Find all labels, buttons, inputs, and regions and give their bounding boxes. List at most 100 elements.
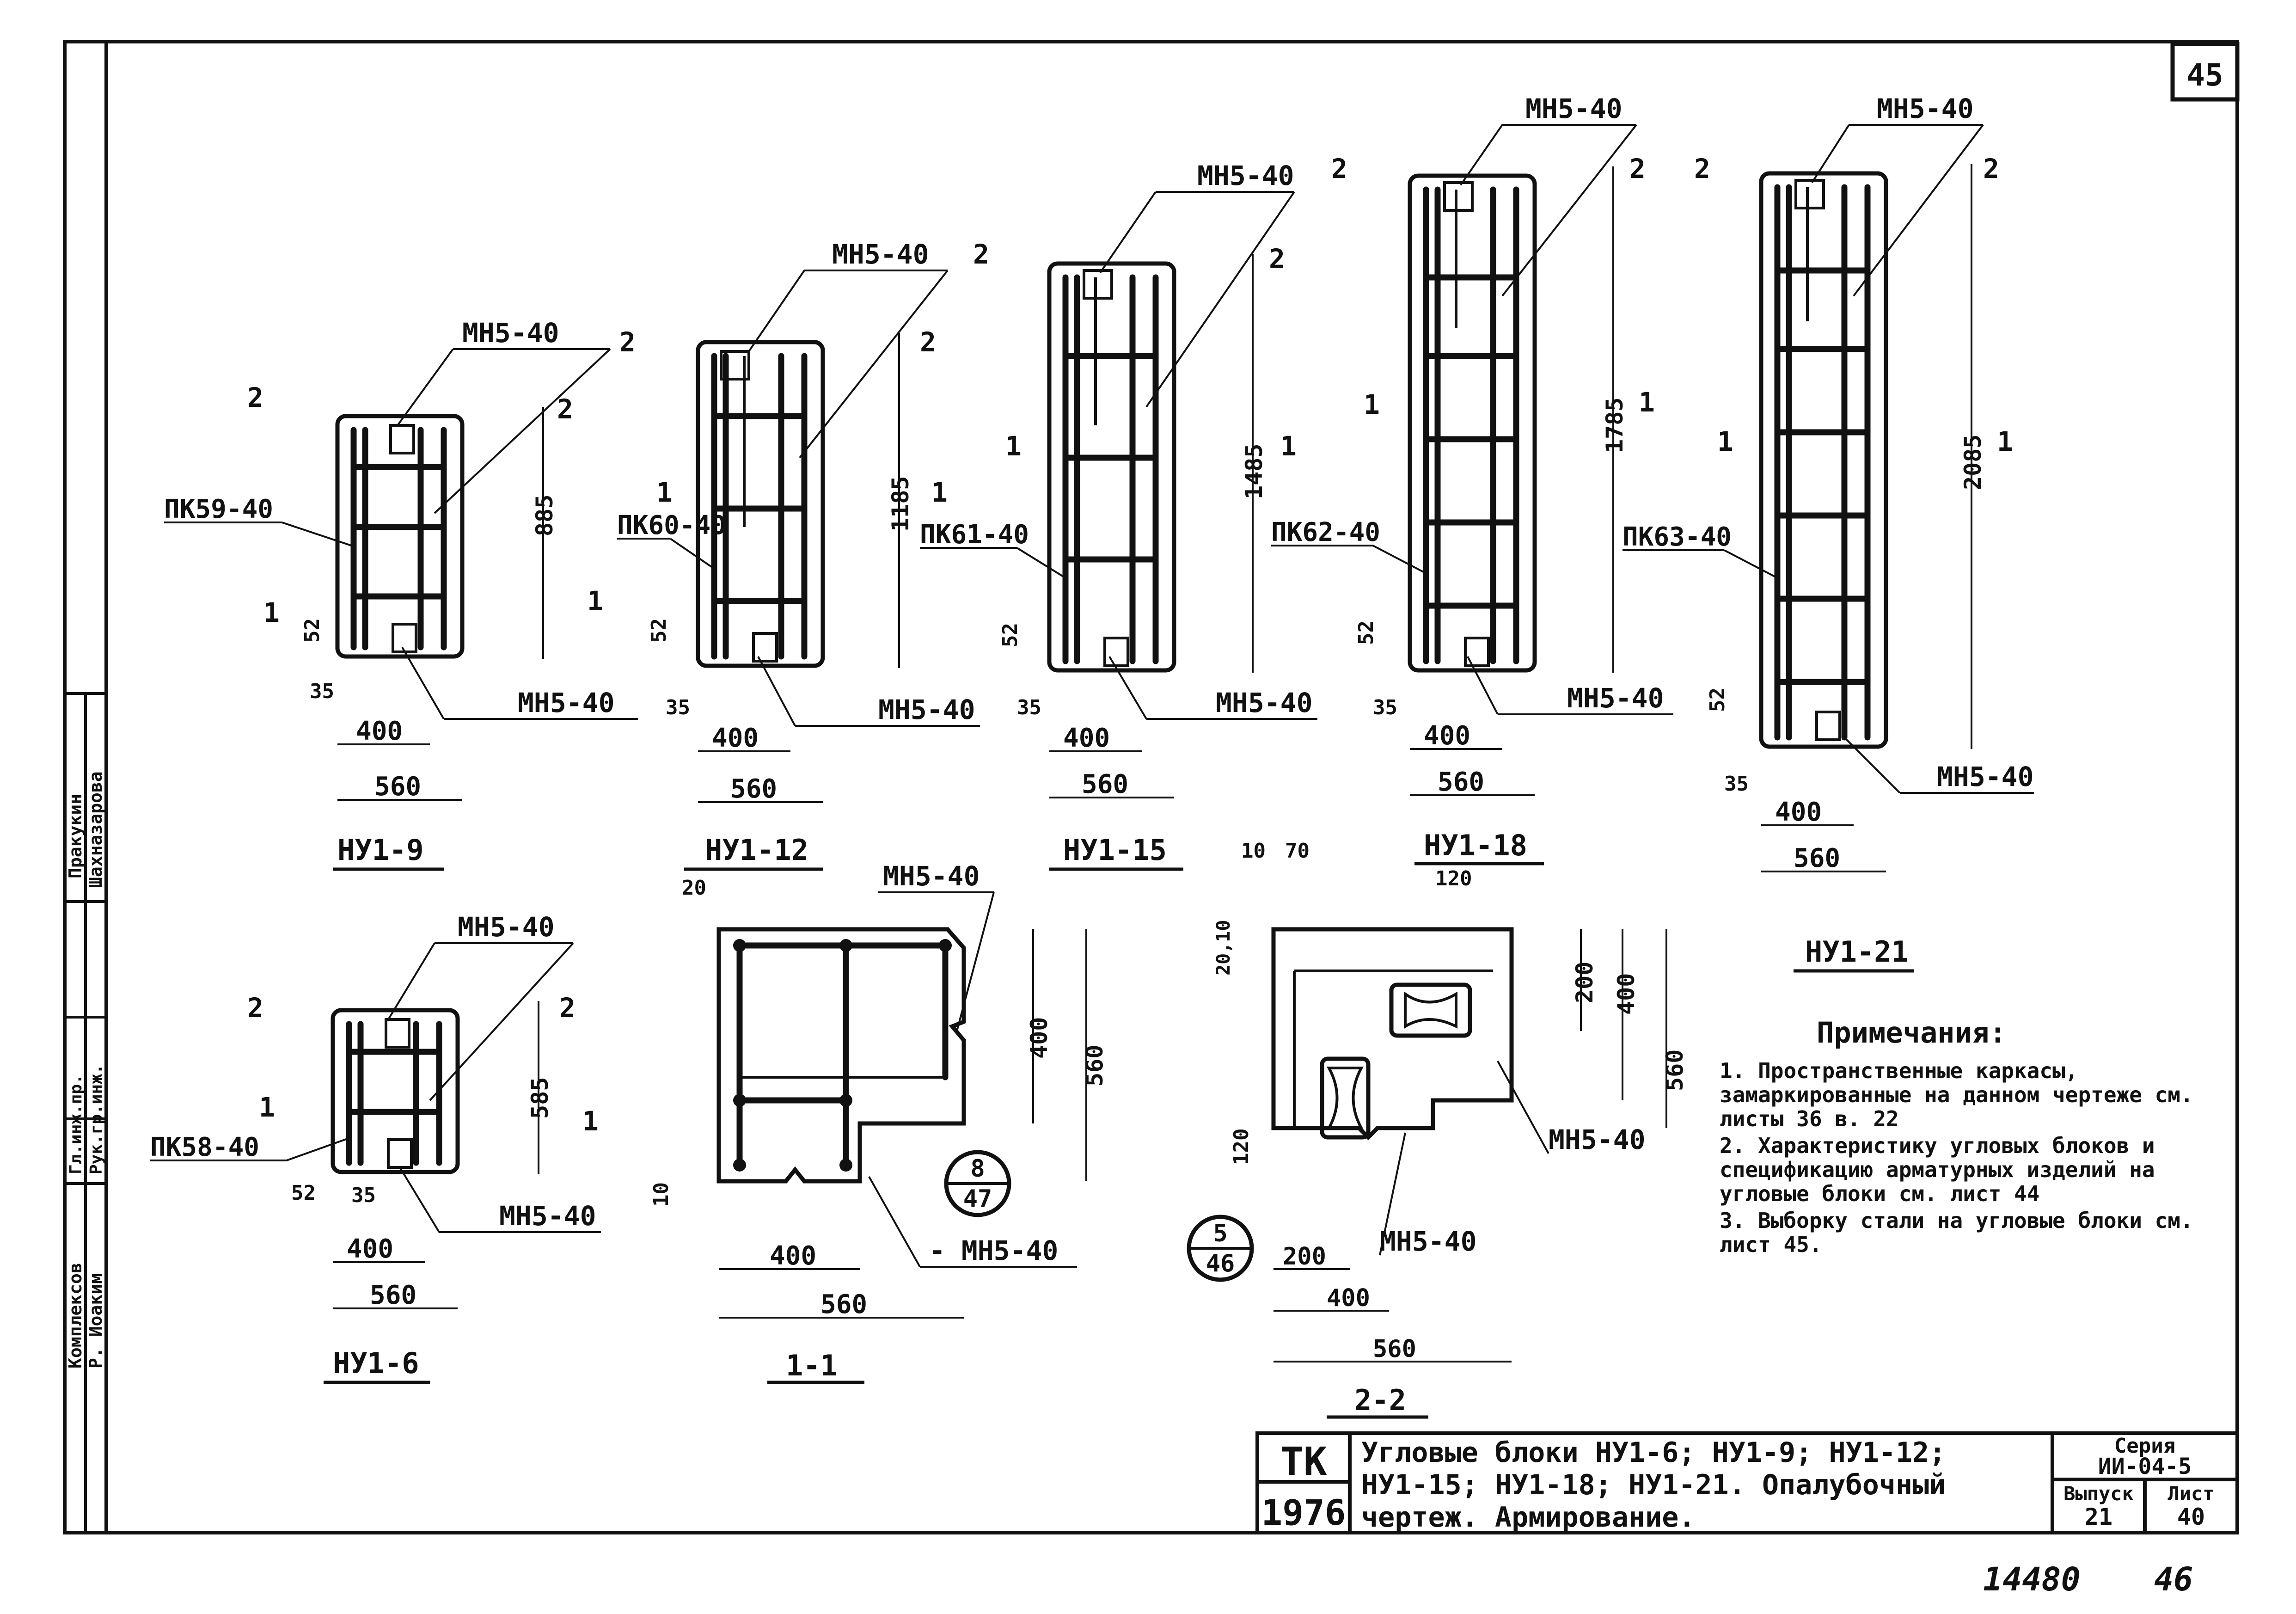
section-1-nu1-9-right: 1	[587, 585, 603, 617]
dim-52-nu1-6: 52	[291, 1181, 316, 1205]
height-nu1-6: 585	[527, 1077, 553, 1119]
label-mhs40-nu1-9-bot: МН5-40	[518, 687, 615, 718]
height-nu1-21: 2085	[1959, 435, 1986, 490]
height-nu1-15: 1485	[1241, 444, 1267, 499]
section-1-1	[716, 927, 966, 1184]
ref-5: 5	[1213, 1220, 1227, 1247]
title-line-1: Угловые блоки НУ1-6; НУ1-9; НУ1-12;	[1361, 1436, 1946, 1469]
section-1-nu1-15-right: 1	[1280, 430, 1297, 462]
dim-560-s11-v: 560	[1081, 1045, 1108, 1086]
page-number: 46	[2154, 1560, 2193, 1598]
section-1-nu1-21-right: 1	[1997, 426, 2013, 457]
section-2-nu1-21-right: 2	[1983, 153, 1999, 184]
section-1-nu1-15-left: 1	[1005, 430, 1022, 462]
dim-400-nu1-21: 400	[1775, 797, 1822, 827]
section-2-nu1-12-left: 2	[619, 326, 636, 358]
label-mhs40-s11-top: МН5-40	[883, 860, 980, 892]
section-title-1-1: 1-1	[786, 1349, 838, 1382]
dim-560-s11-h: 560	[820, 1289, 867, 1319]
stamp-row-2: Р. Иоаким	[86, 1273, 106, 1369]
label-mhs40-nu1-6-bot: МН5-40	[499, 1200, 596, 1232]
frame-label-nu1-6: ПК58-40	[150, 1132, 259, 1162]
notes: Примечания: 1. Пространственные каркасы,…	[1720, 1016, 2193, 1257]
element-nu1-6	[331, 1008, 460, 1174]
sheet-number: 45	[2186, 57, 2223, 93]
frame-label-nu1-18: ПК62-40	[1271, 517, 1380, 547]
label-mhs40-s22-right: МН5-40	[1549, 1124, 1646, 1155]
org-year: 1976	[1261, 1492, 1346, 1533]
section-1-nu1-18-right: 1	[1639, 387, 1655, 418]
dim-560-nu1-15: 560	[1082, 769, 1128, 799]
height-nu1-18: 1785	[1601, 398, 1628, 453]
ref-circle-5-46	[1187, 1215, 1254, 1282]
section-2-nu1-18-left: 2	[1331, 153, 1347, 184]
title-line-3: чертеж. Армирование.	[1361, 1501, 1695, 1534]
dim-35-nu1-6: 35	[351, 1184, 376, 1207]
section-2-nu1-6-left: 2	[247, 992, 263, 1024]
title-line-2: НУ1-15; НУ1-18; НУ1-21. Опалубочный	[1361, 1469, 1946, 1501]
dim-560-nu1-21: 560	[1794, 843, 1840, 873]
outer-frame	[63, 40, 2239, 1534]
title-block	[1255, 1431, 2239, 1534]
ref-circle-8-47	[944, 1150, 1011, 1217]
section-1-nu1-6-left: 1	[259, 1092, 275, 1123]
dim-200-s22-v: 200	[1571, 962, 1598, 1003]
element-nu1-12	[696, 340, 825, 668]
dim-35-nu1-18: 35	[1373, 696, 1397, 719]
note-2: 2. Характеристику угловых блоков и специ…	[1720, 1133, 2155, 1206]
ref-46: 46	[1206, 1250, 1235, 1277]
dim-52-nu1-12: 52	[647, 618, 671, 643]
side-stamp: Пракукин Шахназарова Гл.инж.пр. Рук.гр.и…	[65, 692, 106, 1533]
dim-20-s11: 20	[682, 876, 706, 900]
dim-35-nu1-9: 35	[310, 680, 334, 703]
issue-label: Выпуск	[2063, 1482, 2134, 1505]
note-1: 1. Пространственные каркасы, замаркирова…	[1720, 1059, 2193, 1131]
dim-400-s11-v: 400	[1026, 1017, 1053, 1059]
section-1-nu1-12-left: 1	[656, 477, 673, 508]
dim-560-nu1-6: 560	[370, 1280, 416, 1310]
height-nu1-12: 1185	[887, 476, 914, 532]
label-mhs40-nu1-6-top: МН5-40	[458, 911, 555, 943]
sheet-label: Лист	[2167, 1482, 2214, 1505]
section-2-nu1-18-right: 2	[1629, 153, 1646, 184]
label-mhs40-nu1-18-bot: МН5-40	[1567, 682, 1664, 714]
height-nu1-9: 885	[531, 495, 558, 536]
dim-10-s22: 10	[1241, 839, 1266, 863]
dim-400-nu1-15: 400	[1063, 723, 1110, 753]
frame-label-nu1-9: ПК59-40	[164, 494, 273, 524]
section-1-nu1-21-left: 1	[1717, 426, 1733, 457]
label-mhs40-nu1-21-top: МН5-40	[1877, 93, 1974, 124]
stamp-row-1: Комплексов	[65, 1263, 86, 1369]
label-mhs40-nu1-15-bot: МН5-40	[1216, 687, 1313, 718]
section-2-nu1-9-left: 2	[247, 382, 263, 413]
sheet-value: 40	[2177, 1504, 2205, 1530]
mark-nu1-6: НУ1-6	[333, 1346, 419, 1380]
dim-400-nu1-12: 400	[712, 723, 759, 753]
dim-120-s22-top: 120	[1435, 867, 1472, 890]
frame-label-nu1-15: ПК61-40	[920, 520, 1029, 550]
section-2-nu1-21-left: 2	[1694, 153, 1710, 184]
element-nu1-18	[1408, 173, 1537, 673]
mark-nu1-9: НУ1-9	[337, 833, 424, 867]
dim-2010-s22: 20,10	[1213, 920, 1234, 976]
frame-label-nu1-12: ПК60-40	[617, 510, 726, 540]
label-mhs40-nu1-21-bot: МН5-40	[1937, 761, 2034, 792]
label-mhs40-nu1-15-top: МН5-40	[1197, 160, 1294, 191]
section-2-nu1-6-right: 2	[559, 992, 576, 1024]
section-1-nu1-12-right: 1	[931, 477, 948, 508]
dim-10-s11: 10	[649, 1182, 673, 1207]
dim-400-nu1-18: 400	[1424, 721, 1470, 751]
label-mhs40-nu1-9-top: МН5-40	[462, 317, 559, 349]
dim-35-nu1-21: 35	[1724, 772, 1749, 796]
dim-52-nu1-21: 52	[1706, 687, 1729, 712]
section-2-nu1-15-right: 2	[1269, 243, 1285, 275]
dim-52-nu1-9: 52	[300, 618, 324, 643]
dim-400-s11-h: 400	[770, 1241, 816, 1271]
note-3: 3. Выборку стали на угловые блоки см. ли…	[1720, 1208, 2193, 1257]
section-1-nu1-9-left: 1	[263, 597, 280, 628]
issue-value: 21	[2085, 1504, 2112, 1530]
dim-560-nu1-18: 560	[1438, 767, 1484, 797]
section-2-nu1-15-left: 2	[973, 239, 989, 270]
section-1-nu1-18-left: 1	[1364, 389, 1380, 420]
stamp-role-2: Рук.гр.инж.	[87, 1064, 106, 1174]
